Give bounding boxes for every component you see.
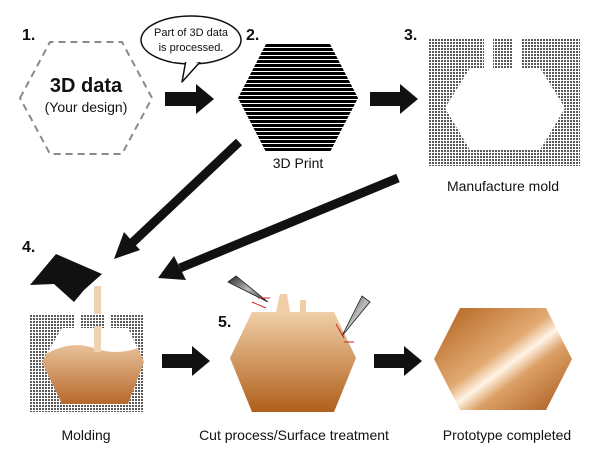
callout-line-1: Part of 3D data bbox=[154, 27, 229, 39]
step-5-number: 5. bbox=[218, 314, 231, 331]
cut-part-icon bbox=[230, 294, 356, 412]
step-4-number: 4. bbox=[22, 239, 35, 256]
cutting-tool-left-icon bbox=[227, 275, 270, 309]
step-2-number: 2. bbox=[246, 27, 259, 44]
step-1-number: 1. bbox=[22, 27, 35, 44]
design-hexagon-outline bbox=[18, 41, 154, 155]
cutting-tool-right-icon bbox=[335, 295, 371, 343]
callout-line-2: is processed. bbox=[159, 42, 224, 54]
arrow-step2-to-step4 bbox=[114, 138, 243, 259]
step-6-caption: Prototype completed bbox=[443, 427, 571, 443]
molding-mold-icon bbox=[30, 314, 144, 412]
arrow-step5-to-step6 bbox=[374, 346, 422, 376]
step-4-caption: Molding bbox=[61, 427, 110, 443]
step-5-caption: Cut process/Surface treatment bbox=[199, 427, 389, 443]
step-1-subtitle: (Your design) bbox=[45, 99, 128, 115]
step-3-caption: Manufacture mold bbox=[447, 178, 559, 194]
arrow-step4-to-step5 bbox=[162, 346, 210, 376]
step-3-number: 3. bbox=[404, 27, 417, 44]
step-1-title: 3D data bbox=[50, 75, 123, 97]
arrow-step3-to-step4 bbox=[158, 173, 400, 280]
finished-prototype-icon bbox=[434, 308, 572, 410]
pouring-cup-icon bbox=[30, 254, 102, 302]
step-2-caption: 3D Print bbox=[273, 155, 324, 171]
callout-bubble: Part of 3D data is processed. bbox=[140, 15, 242, 83]
arrow-step2-to-step3 bbox=[370, 84, 418, 114]
arrow-step1-to-step2 bbox=[165, 84, 214, 114]
mold-icon bbox=[428, 38, 580, 166]
printed-part-icon bbox=[238, 44, 358, 152]
